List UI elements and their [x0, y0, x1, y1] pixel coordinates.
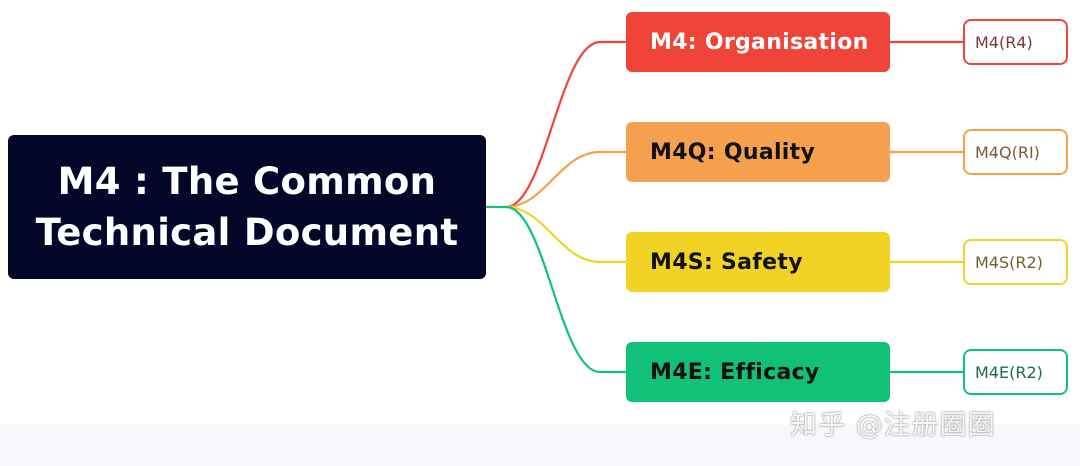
branch-efficacy: M4E: Efficacy [626, 342, 890, 402]
connector-organisation [505, 40, 626, 209]
connector-safety [505, 205, 626, 264]
branch-safety: M4S: Safety [626, 232, 890, 292]
leaf-efficacy: M4E(R2) [963, 349, 1068, 395]
leaf-safety: M4S(R2) [963, 239, 1068, 285]
root-title-line2: Technical Document [35, 211, 459, 254]
bottom-band [0, 424, 1080, 466]
branch-organisation: M4: Organisation [626, 12, 890, 72]
root-title-line1: M4 : The Common [57, 160, 437, 203]
connector-quality [505, 150, 626, 209]
leaf-quality: M4Q(RI) [963, 129, 1068, 175]
root-title: M4 : The Common Technical Document [36, 156, 459, 258]
connector-efficacy [505, 205, 626, 374]
branch-quality: M4Q: Quality [626, 122, 890, 182]
watermark: 知乎 @注册圈圈 [790, 409, 996, 441]
leaf-organisation: M4(R4) [963, 19, 1068, 65]
root-node: M4 : The Common Technical Document [8, 135, 486, 279]
